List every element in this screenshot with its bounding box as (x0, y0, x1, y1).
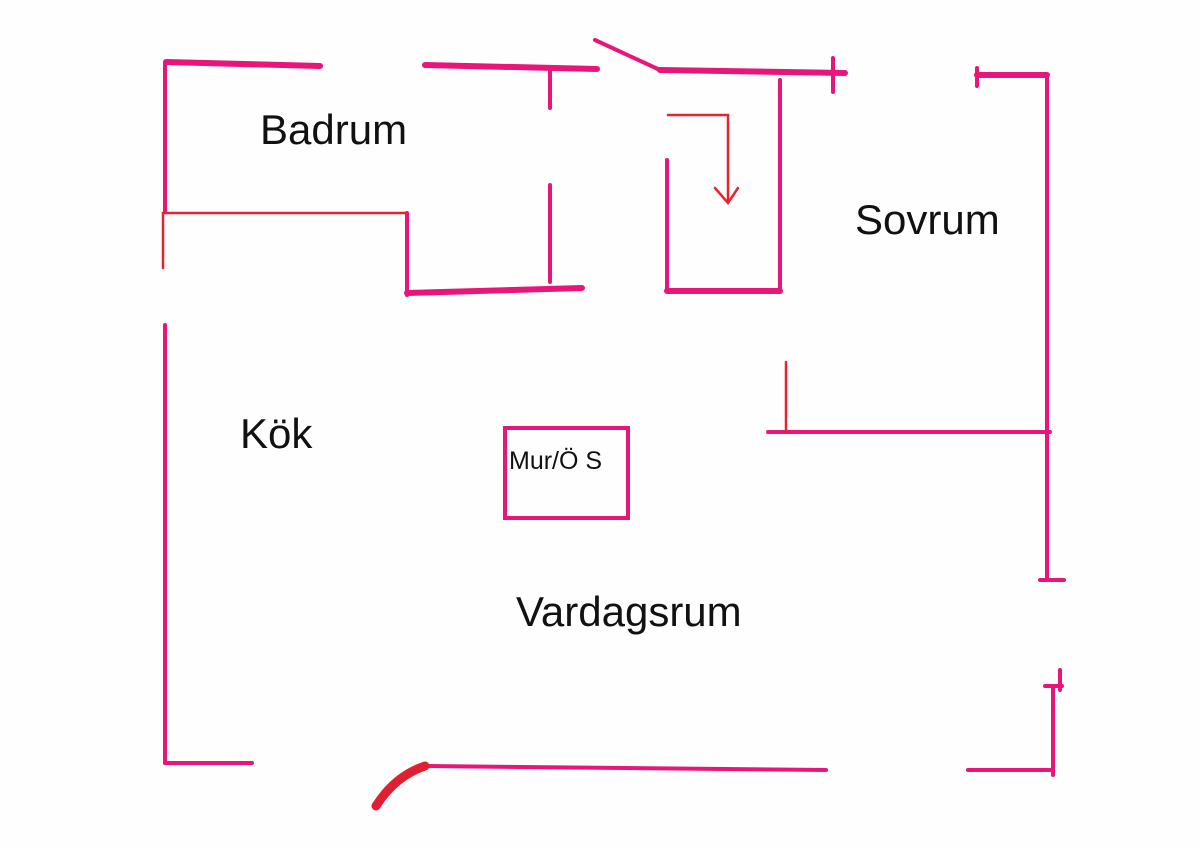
room-label-bedroom: Sovrum (855, 196, 1000, 243)
wall-top-left (163, 59, 323, 69)
room-label-bathroom: Badrum (260, 106, 408, 153)
balcony-door-arc (371, 761, 430, 811)
arrow-down-icon (713, 186, 740, 206)
wall-top-middle (422, 62, 600, 72)
room-label-chimney: Mur/Ö S (509, 447, 603, 475)
room-label-kitchen: Kök (240, 410, 313, 457)
wall-bottom-middle (423, 764, 828, 772)
room-label-living-room: Vardagsrum (516, 588, 742, 635)
stairs-arrow-line (666, 113, 730, 204)
chimney-box (503, 426, 630, 520)
wall-hall-bottom (404, 285, 585, 296)
wall-top-right (657, 67, 848, 76)
entrance-door (593, 38, 662, 72)
